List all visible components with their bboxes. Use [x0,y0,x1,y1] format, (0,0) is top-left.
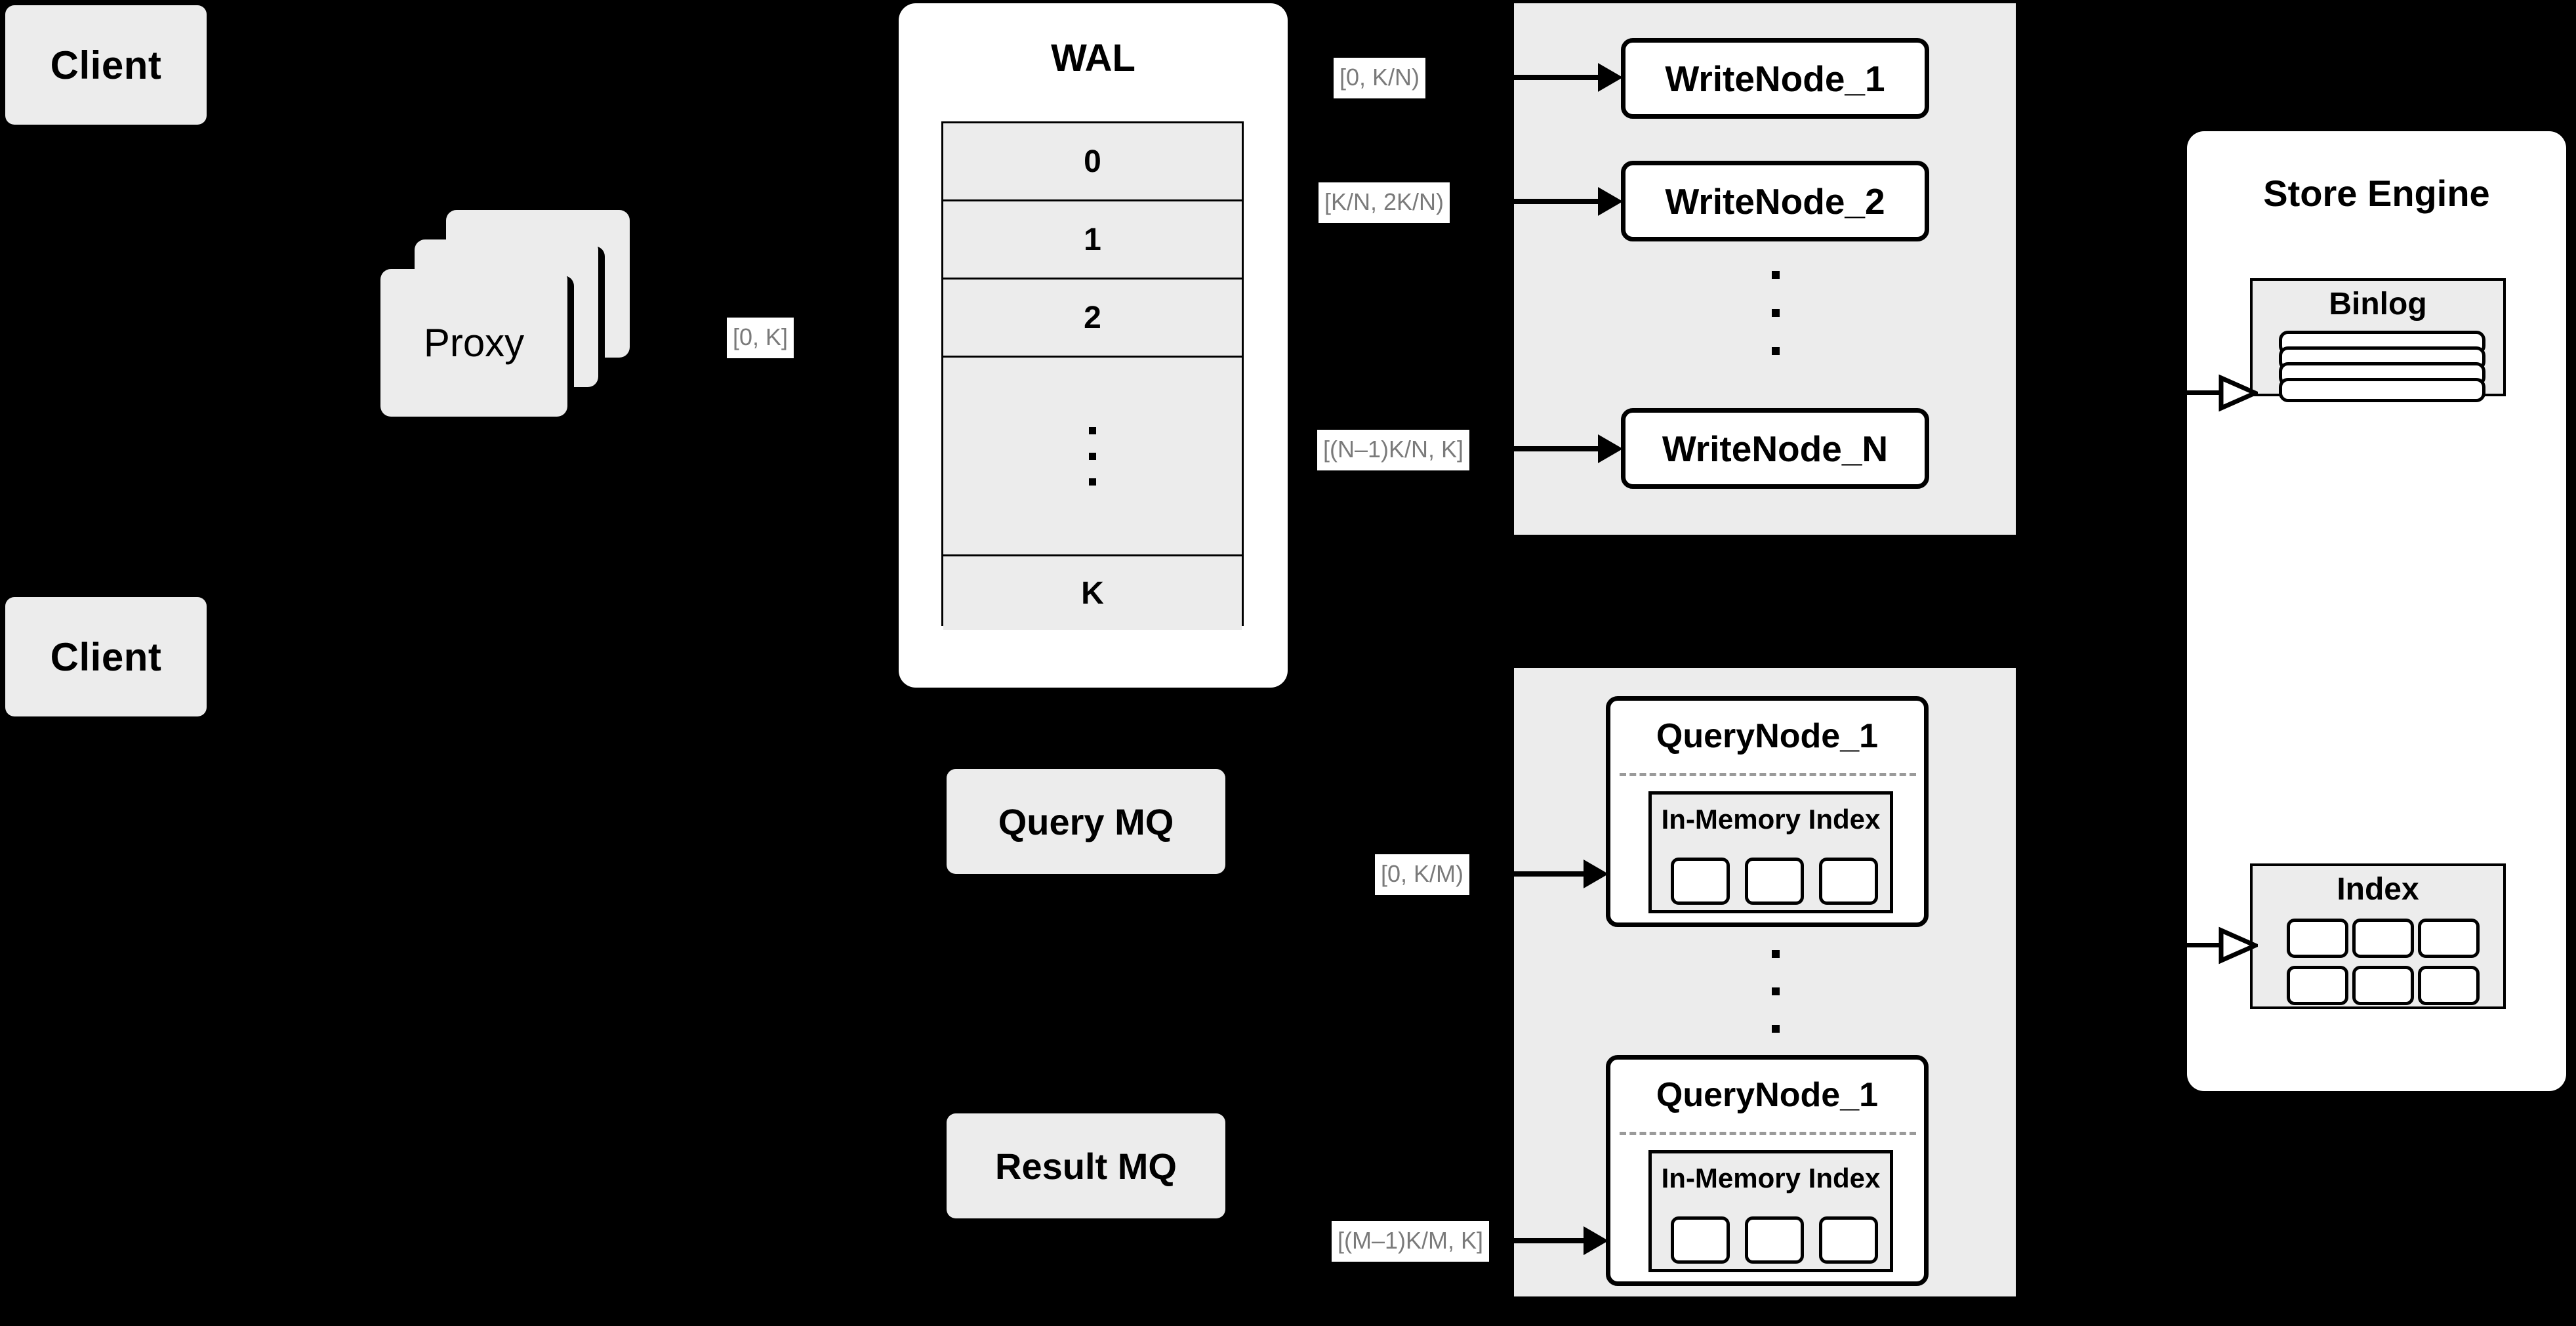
range-label-write-2-text: [K/N, 2K/N) [1324,188,1444,215]
arrow-line-write-2 [1514,199,1599,204]
arrow-head-write-2 [1598,187,1623,216]
store-index-cell-5 [2352,966,2414,1005]
wal-row-k: K [943,556,1242,630]
query-node-2[interactable]: QueryNode_1 In-Memory Index [1606,1055,1929,1286]
store-index-cell-4 [2287,966,2348,1005]
arrow-line-write-1 [1514,75,1599,80]
client-label-1: Client [50,43,162,87]
wal-row-ellipsis [943,358,1242,556]
store-index-cell-3 [2418,919,2480,958]
store-index-cell-2 [2352,919,2414,958]
client-label-2: Client [50,634,162,679]
query-node-2-label: QueryNode_1 [1656,1076,1879,1114]
query-node-2-memory-index-title: In-Memory Index [1661,1163,1881,1193]
range-label-query-2: [(M–1)K/M, K] [1332,1221,1490,1262]
range-label-write-n: [(N–1)K/N, K] [1317,430,1470,470]
write-node-n-label: WriteNode_N [1662,428,1889,469]
query-mq-box[interactable]: Query MQ [947,769,1225,874]
arrow-head-binlog-open-icon [2218,374,2258,412]
write-node-n[interactable]: WriteNode_N [1621,408,1929,489]
arrow-head-write-n [1598,434,1623,463]
query-node-2-index-cell-3 [1819,1216,1878,1264]
store-index-cell-1 [2287,919,2348,958]
query-node-1-index-cell-1 [1671,858,1730,905]
query-node-1-index-cell-3 [1819,858,1878,905]
query-node-2-index-cell-2 [1745,1216,1804,1264]
arrow-head-query-2 [1584,1226,1608,1255]
range-label-proxy-text: [0, K] [733,323,788,350]
arrow-head-write-1 [1598,63,1623,92]
range-label-proxy: [0, K] [727,318,794,358]
query-node-1-memory-index: In-Memory Index [1648,791,1893,913]
query-node-2-memory-index: In-Memory Index [1648,1150,1893,1272]
write-node-2[interactable]: WriteNode_2 [1621,161,1929,241]
store-engine-panel: Store Engine Binlog Index [2187,131,2566,1091]
write-node-1-label: WriteNode_1 [1665,58,1885,99]
arrow-line-store-index [2187,943,2220,947]
write-node-panel: WriteNode_1 WriteNode_2 WriteNode_N [1514,3,2016,535]
binlog-title: Binlog [2329,287,2427,321]
write-node-ellipsis [1771,271,1780,355]
binlog-bar-4 [2279,378,2485,402]
arrow-head-store-index-open-icon [2218,926,2258,964]
store-index-cell-6 [2418,966,2480,1005]
query-node-panel: QueryNode_1 In-Memory Index QueryNode_1 … [1514,668,2016,1296]
range-label-write-2: [K/N, 2K/N) [1319,182,1450,223]
arrow-line-write-n [1514,446,1599,451]
client-box-2[interactable]: Client [5,597,207,716]
range-label-query-1: [0, K/M) [1375,854,1470,895]
range-label-query-2-text: [(M–1)K/M, K] [1338,1226,1484,1254]
client-box-1[interactable]: Client [5,5,207,125]
wal-table: 0 1 2 K [941,121,1244,630]
wal-row-0: 0 [943,123,1242,201]
write-node-2-label: WriteNode_2 [1665,180,1885,222]
range-label-write-n-text: [(N–1)K/N, K] [1323,435,1464,463]
wal-title: WAL [1051,37,1135,79]
arrow-line-query-1 [1514,871,1585,877]
query-node-2-index-cell-1 [1671,1216,1730,1264]
query-mq-label: Query MQ [998,800,1174,842]
query-node-1-memory-index-title: In-Memory Index [1661,804,1881,835]
range-label-query-1-text: [0, K/M) [1381,860,1464,887]
store-engine-title: Store Engine [2263,173,2490,214]
result-mq-box[interactable]: Result MQ [947,1113,1225,1218]
proxy-stack[interactable]: Proxy [380,210,682,446]
arrow-line-query-2 [1514,1238,1585,1243]
query-node-1-index-cell-2 [1745,858,1804,905]
query-node-1[interactable]: QueryNode_1 In-Memory Index [1606,696,1929,927]
store-index-box: Index [2250,863,2506,1009]
proxy-label: Proxy [423,321,525,365]
write-node-1[interactable]: WriteNode_1 [1621,38,1929,119]
result-mq-label: Result MQ [995,1145,1177,1187]
arrow-line-binlog [2187,390,2220,395]
arrow-head-query-1 [1584,860,1608,888]
query-node-1-label: QueryNode_1 [1656,717,1879,755]
query-node-2-divider [1620,1132,1916,1135]
proxy-card-front[interactable]: Proxy [380,269,567,417]
query-node-1-divider [1620,773,1916,776]
range-label-write-1: [0, K/N) [1334,58,1426,98]
range-label-write-1-text: [0, K/N) [1339,63,1420,91]
query-node-ellipsis [1771,950,1780,1033]
wal-row-2: 2 [943,280,1242,358]
wal-row-1: 1 [943,201,1242,280]
binlog-box: Binlog [2250,278,2506,402]
store-index-title: Index [2337,872,2419,907]
